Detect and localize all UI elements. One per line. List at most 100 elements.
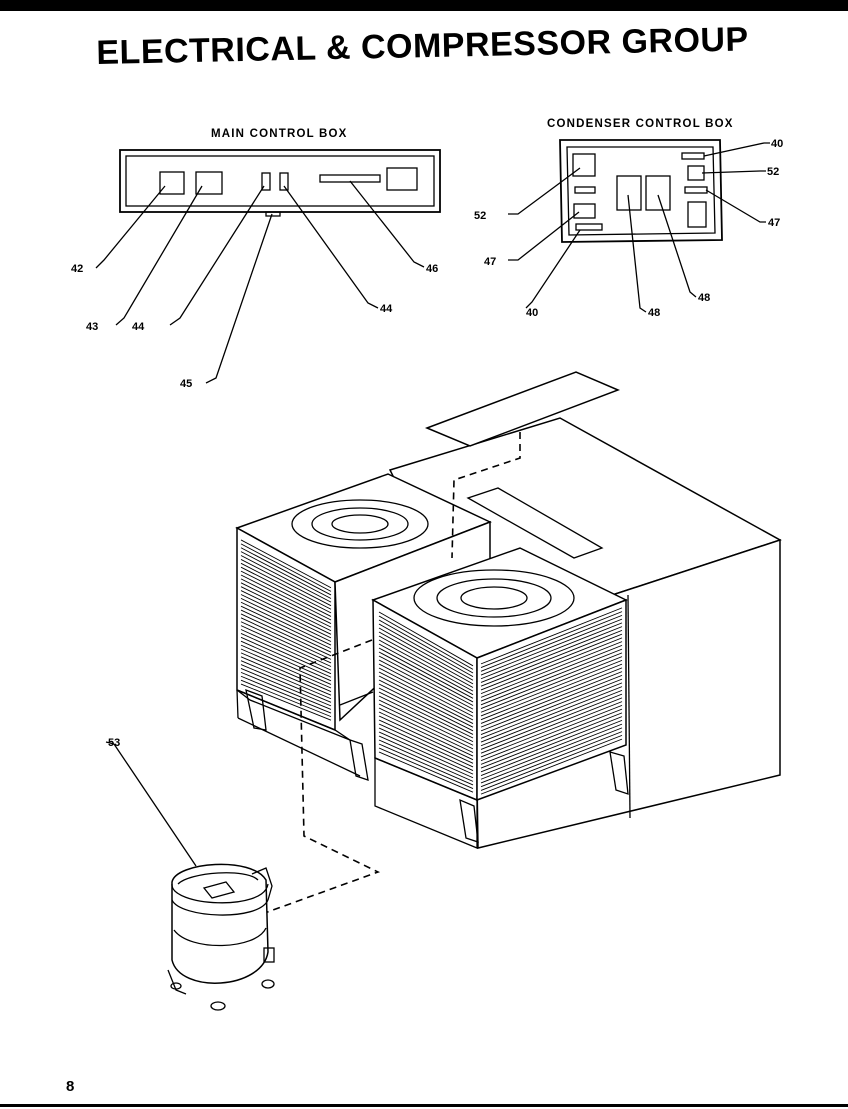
main-box-leaders [95,180,425,384]
grille-louver [378,751,474,793]
rear-fan-ring-outer [291,499,429,549]
grille-louver [480,727,623,784]
grille-louver [480,667,623,724]
grille-louver [240,660,332,700]
grille-louver [240,621,332,664]
component-48-right [645,175,671,211]
grille-louver [378,727,474,771]
front-base-leg [459,798,479,843]
front-condenser-front [476,598,627,802]
grille-louver [480,734,623,791]
component-52-right [687,165,705,181]
grille-louver [240,668,332,707]
grille-louver [378,691,474,739]
grille-louver [378,651,474,703]
grille-louver [378,707,474,753]
grille-louver [480,678,623,736]
grille-louver [480,659,623,717]
component-40-top [681,152,705,160]
grille-louver [240,679,332,718]
grille-louver [480,626,623,683]
grille-louver [480,671,623,728]
compressor-explode-line [261,639,381,915]
compressor-body [171,863,269,984]
grille-louver [240,543,332,592]
component-44-right [279,172,289,191]
grille-louver [240,578,332,624]
grille-louver [480,663,623,721]
grille-louver [480,644,623,702]
grille-louver [378,743,474,786]
page-number: 8 [66,1078,75,1095]
grille-louver [240,566,332,614]
grille-louver [378,671,474,721]
grille-louver [378,643,474,696]
condenser-control-box [559,139,723,243]
compressor-foot-2 [261,979,275,989]
grille-louver [378,687,474,735]
grille-louver [480,716,623,773]
grille-louver [480,704,623,762]
grille-louver [240,652,332,692]
component-44-left [261,172,271,191]
grille-louver [378,739,474,782]
component-47-left [573,203,596,219]
grille-louver [378,715,474,761]
grille-louver [378,703,474,750]
grille-louver [378,627,474,681]
grille-louver [240,664,332,703]
callout-40-top: 40 [771,138,783,150]
callout-48-left: 48 [648,307,660,319]
grille-louver [240,644,332,685]
condenser-control-box-outer [559,139,723,243]
callout-44-right: 44 [380,303,393,315]
component-52-left [572,153,596,177]
grille-louver [378,711,474,757]
grille-louver [480,738,623,795]
grille-louver [240,617,332,660]
grille-louver [378,675,474,724]
grille-louver [378,623,474,678]
condenser-control-box-inner [566,146,716,236]
callout-53: 53 [108,737,120,749]
component-40-bottom [575,223,603,231]
grille-louver [480,652,623,709]
removed-access-panel [424,371,621,447]
grille-louver [378,639,474,692]
callout-46: 46 [426,263,438,275]
rear-fan-ring-middle [311,507,409,541]
grille-louver [378,695,474,743]
grille-louver [480,674,623,732]
grille-louver [240,590,332,635]
rear-fan-ring-inner [331,514,389,534]
grille-louver [480,641,623,698]
grille-louver [480,731,623,788]
grille-louver [378,619,474,674]
top-panel-opening [466,487,604,559]
grille-louver [240,633,332,675]
grille-louver [480,693,623,750]
callout-48-right: 48 [698,292,710,304]
callout-47-right: 47 [768,217,780,229]
grille-louver [240,636,332,678]
component-lower-right [687,201,707,228]
grille-louver [378,699,474,746]
component-47-right [684,186,708,194]
grille-louver [480,637,623,695]
grille-louver [240,671,332,710]
grille-louver [480,622,623,680]
grille-louver [240,594,332,639]
grille-louver [480,648,623,706]
front-fan-ring-inner [460,586,528,610]
grille-louver [480,614,623,672]
grille-louver [240,547,332,596]
callout-40-bottom: 40 [526,307,538,319]
compressor-foot [210,1001,226,1011]
grille-louver [378,667,474,717]
grille-louver [240,574,332,621]
front-fan-ring-outer [413,569,575,627]
grille-louver [480,701,623,758]
rear-base-leg-2 [349,739,369,781]
top-border [0,0,848,11]
component-right-block [386,167,418,191]
